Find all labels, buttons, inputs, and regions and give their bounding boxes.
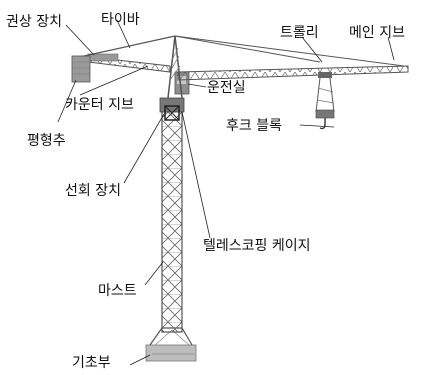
label-trolley: 트롤리: [280, 25, 319, 41]
label-tie-bar: 타이바: [101, 12, 140, 28]
mast: [161, 109, 183, 333]
foundation: [145, 327, 197, 362]
label-telescoping-cage: 텔레스코핑 케이지: [203, 238, 311, 254]
trolley: [318, 72, 332, 78]
label-cab: 운전실: [207, 80, 246, 96]
label-main-jib: 메인 지브: [349, 25, 405, 41]
label-slewing: 선회 장치: [65, 183, 121, 199]
counterweight-block: [71, 55, 91, 83]
main-jib: [177, 65, 409, 81]
slewing-unit: [159, 97, 185, 121]
label-counter-jib: 카운터 지브: [65, 97, 134, 113]
label-mast: 마스트: [98, 283, 137, 299]
hook-block: [315, 77, 335, 130]
leader-lines: [57, 19, 395, 366]
label-counterweight: 평형추: [27, 133, 66, 149]
label-foundation: 기초부: [72, 355, 111, 371]
label-hoist: 권상 장치: [6, 14, 62, 30]
label-hook-block: 후크 블록: [226, 118, 282, 134]
